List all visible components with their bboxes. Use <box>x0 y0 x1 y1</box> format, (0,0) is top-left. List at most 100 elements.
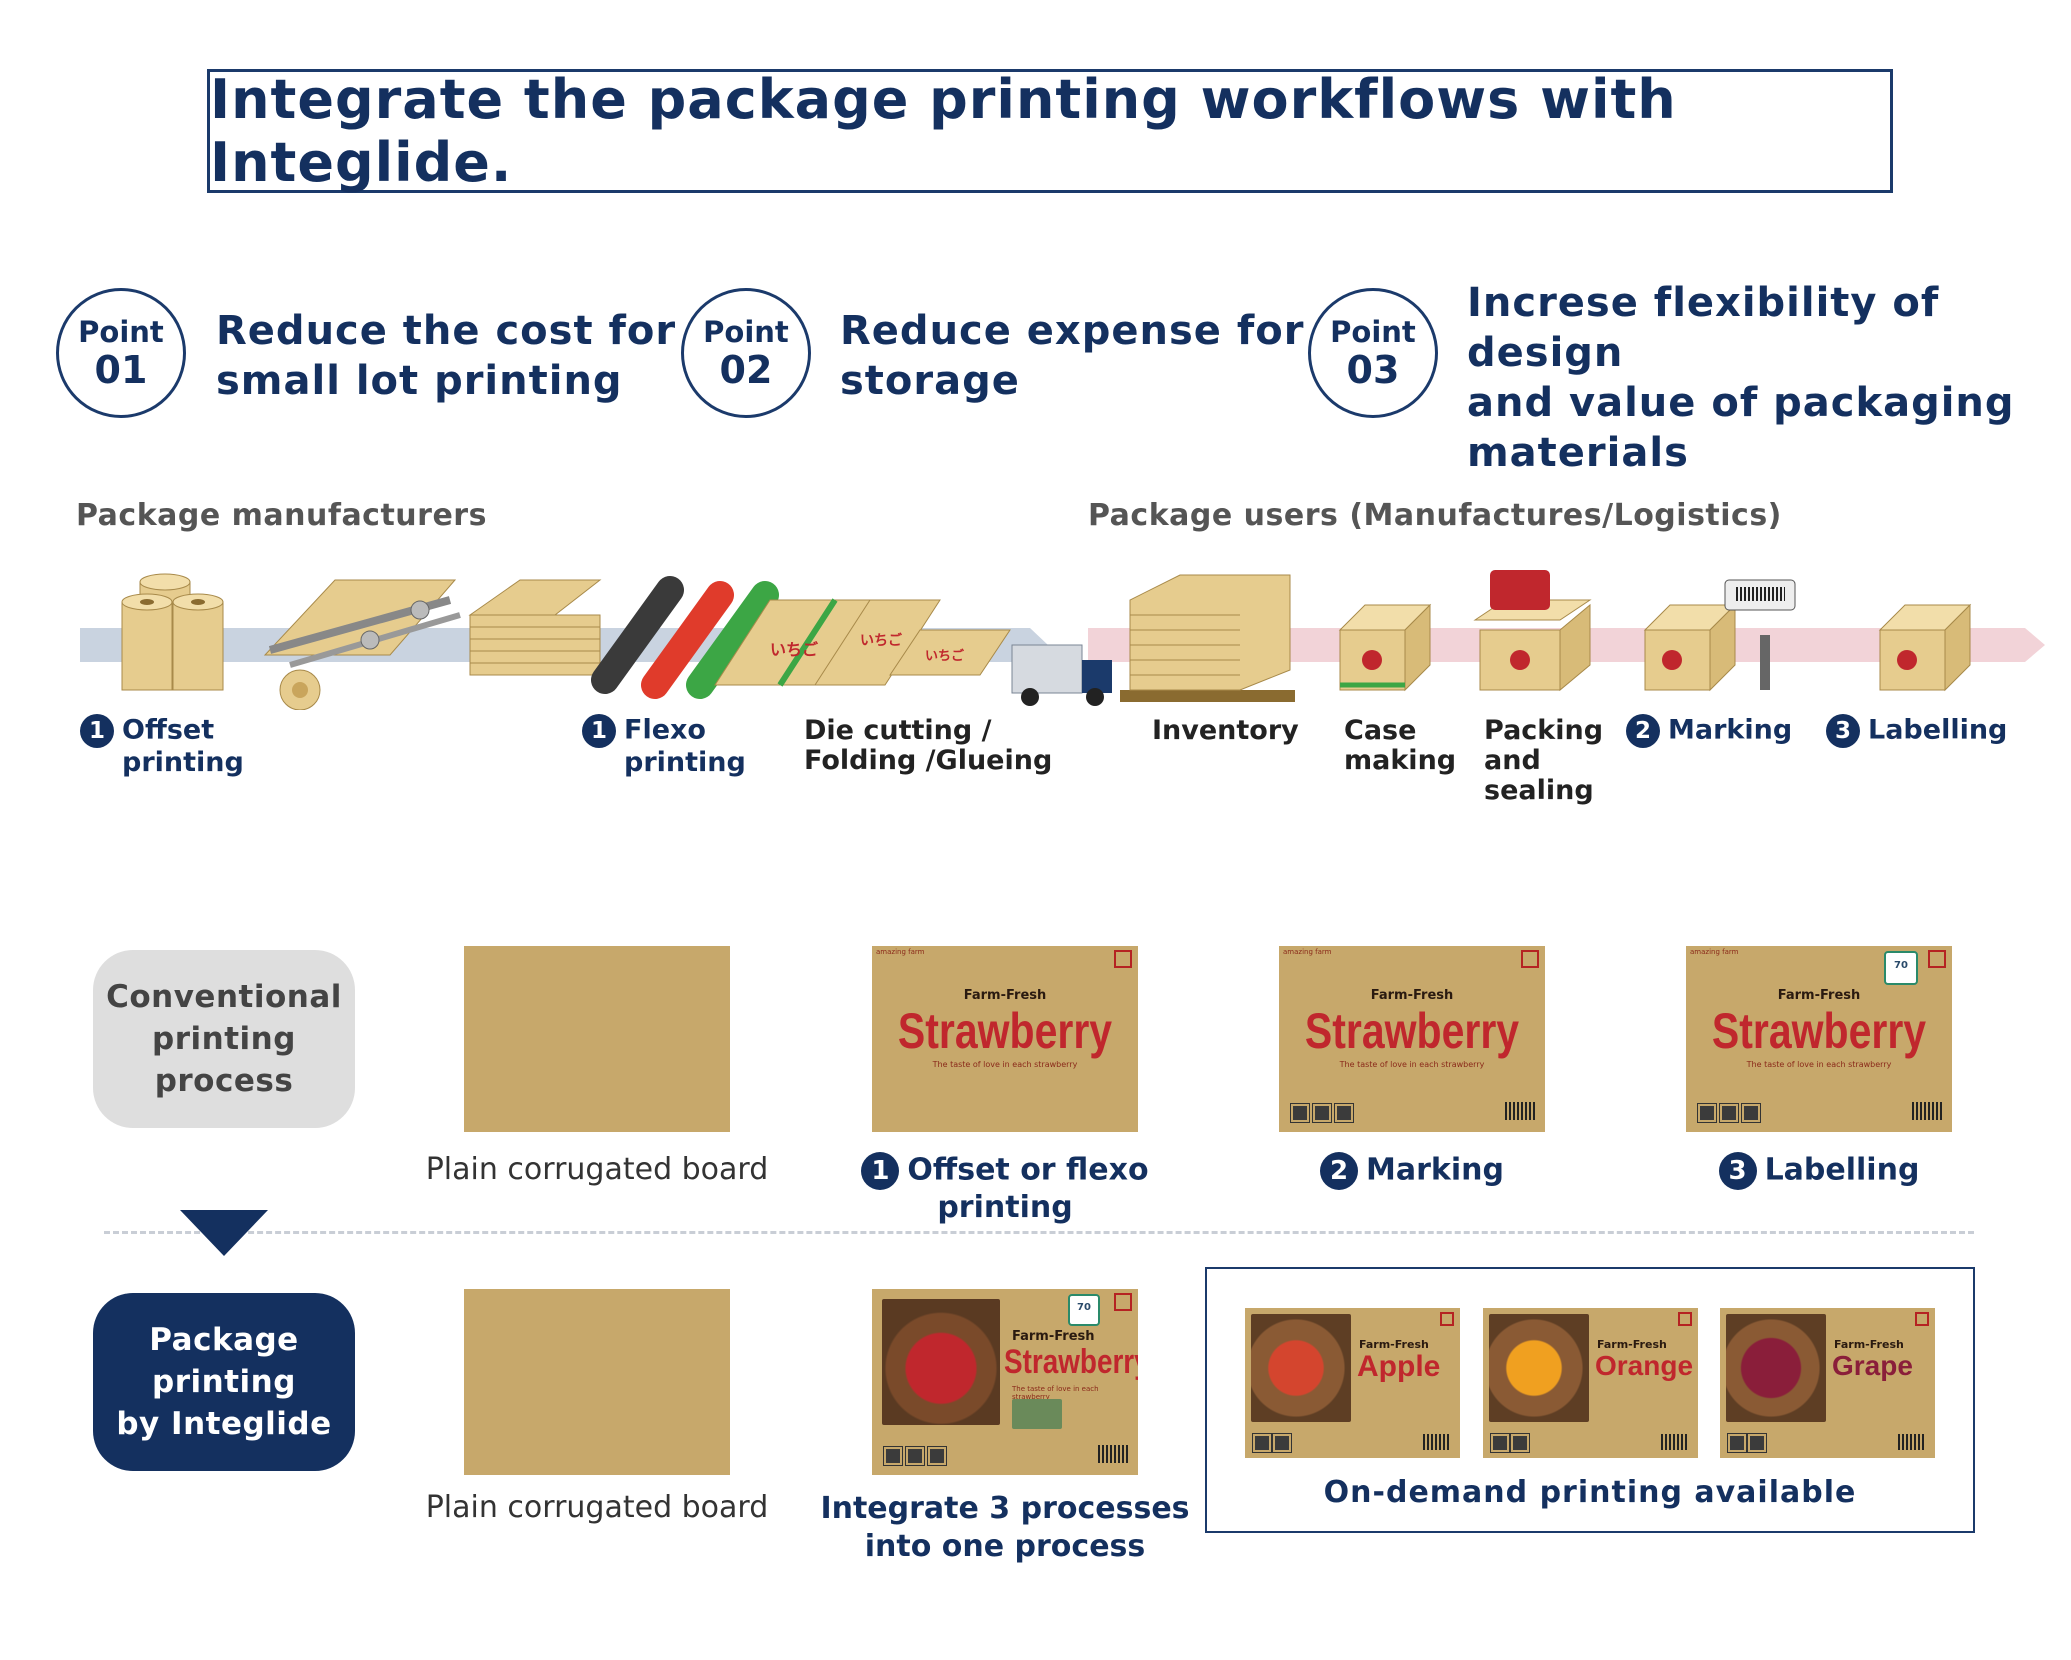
orange-photo <box>1489 1314 1589 1422</box>
page-title: Integrate the package printing workflows… <box>210 68 1677 194</box>
card-product: Orange <box>1595 1350 1694 1381</box>
point-03-line1: Increse flexibility of design <box>1467 280 1940 376</box>
qr-code-icon <box>1334 1103 1354 1123</box>
truck-icon <box>1011 644 1112 706</box>
barcode-icon <box>1912 1102 1942 1120</box>
card-subtitle: Farm-Fresh <box>963 988 1047 1003</box>
inventory-pallet-icon <box>1120 574 1295 702</box>
step-label: Offset <box>122 714 215 746</box>
point-01-line2: small lot printing <box>216 358 623 404</box>
point-01-text: Reduce the cost for small lot printing <box>216 306 676 406</box>
point-01: Point 01 <box>56 288 186 418</box>
qr-code-icon <box>905 1446 925 1466</box>
card-product: Strawberry <box>1711 1003 1927 1059</box>
point-03-text: Increse flexibility of design and value … <box>1467 278 2071 478</box>
card-subtitle: Farm-Fresh <box>1777 988 1861 1003</box>
label-line: printing <box>152 1021 296 1057</box>
qr-code-icon <box>1727 1433 1747 1453</box>
card-subtitle: Farm-Fresh <box>1359 1338 1429 1351</box>
card-tagline: The taste of love in each strawberry <box>932 1060 1078 1069</box>
step-label: Labelling <box>1868 714 2008 746</box>
strawberry-photo <box>882 1299 1000 1425</box>
card-tagline: The taste of love in each strawberry <box>1746 1060 1892 1069</box>
fragile-logo-icon <box>1114 1293 1132 1311</box>
svg-text:いちご: いちご <box>860 632 903 649</box>
box-card-strawberry-labelled: amazing farm 70 Farm-Fresh Strawberry Th… <box>1686 946 1952 1132</box>
box-card-strawberry-printed: amazing farm Farm-Fresh Strawberry The t… <box>872 946 1138 1132</box>
qr-code-icon <box>883 1446 903 1466</box>
step-number-badge: 1 <box>861 1152 900 1190</box>
card-tagline: The taste of love in each strawberry <box>1012 1385 1099 1401</box>
apple-photo <box>1251 1314 1351 1422</box>
point-label: Point <box>703 315 789 349</box>
step-inventory: Inventory <box>1152 716 1299 746</box>
box-card-apple: Farm-Fresh Apple <box>1245 1308 1460 1458</box>
step-label: Folding /Glueing <box>804 745 1053 776</box>
fragile-logo-icon <box>1440 1312 1454 1326</box>
point-label: Point <box>1330 315 1416 349</box>
point-03-line2: and value of packaging <box>1467 380 2015 426</box>
qr-code-icon <box>1252 1433 1272 1453</box>
point-03-line3: materials <box>1467 430 1689 476</box>
card-product: Strawberry <box>1004 1343 1138 1381</box>
qr-code-icon <box>1490 1433 1510 1453</box>
qr-code-icon <box>1312 1103 1332 1123</box>
brand-text: amazing farm <box>1283 948 1332 956</box>
manufacturers-heading: Package manufacturers <box>76 498 487 533</box>
caption-text: Marking <box>1366 1152 1504 1188</box>
barcode-icon <box>1661 1434 1689 1450</box>
step-die-cutting: Die cutting / Folding /Glueing <box>804 716 1052 776</box>
qr-code-icon <box>1510 1433 1530 1453</box>
label-line: Package <box>149 1322 299 1358</box>
label-line: printing <box>152 1364 296 1400</box>
plain-board-integlide <box>464 1289 730 1475</box>
step-number-badge: 1 <box>582 714 616 748</box>
quality-badge-icon: 70 <box>1068 1294 1100 1326</box>
point-03: Point 03 <box>1308 288 1438 418</box>
brand-text: amazing farm <box>1690 948 1739 956</box>
section-divider <box>104 1231 1974 1234</box>
point-02-line1: Reduce expense for <box>840 308 1305 354</box>
step-label: Marking <box>1668 714 1793 746</box>
barcode-icon <box>1505 1102 1535 1120</box>
step-number-badge: 2 <box>1320 1152 1359 1190</box>
qr-code-icon <box>927 1446 947 1466</box>
qr-code-icon <box>1272 1433 1292 1453</box>
caption-plain-board-2: Plain corrugated board <box>425 1490 769 1525</box>
step-number-badge: 3 <box>1718 1152 1757 1190</box>
step-label: printing <box>624 747 746 778</box>
point-02-text: Reduce expense for storage <box>840 306 1304 406</box>
card-product: Grape <box>1832 1350 1913 1381</box>
paper-rolls-icon <box>121 573 224 691</box>
barcode-icon <box>1098 1445 1128 1463</box>
step-case-making: Case making <box>1344 716 1456 776</box>
qr-code-icon <box>1697 1103 1717 1123</box>
box-card-strawberry-integlide: 70 Farm-Fresh Strawberry The taste of lo… <box>872 1289 1138 1475</box>
step-label: Flexo <box>624 714 706 746</box>
caption-plain-board: Plain corrugated board <box>425 1152 769 1187</box>
caption-text: Labelling <box>1764 1152 1920 1188</box>
step-number-badge: 3 <box>1826 714 1860 748</box>
stacked-boards-icon <box>468 579 602 676</box>
card-subtitle: Farm-Fresh <box>1012 1329 1095 1344</box>
qr-code-icon <box>1719 1103 1739 1123</box>
on-demand-panel <box>1205 1267 1975 1533</box>
svg-text:いちご: いちご <box>770 640 818 659</box>
caption-line: Integrate 3 processes <box>820 1491 1190 1526</box>
card-subtitle: Farm-Fresh <box>1834 1338 1904 1351</box>
step-label: sealing <box>1484 775 1594 806</box>
point-02: Point 02 <box>681 288 811 418</box>
process-flow-illustration: いちご いちご いちご <box>80 570 2045 710</box>
quality-badge-icon: 70 <box>1884 951 1918 985</box>
integlide-process-label: Package printing by Integlide <box>93 1293 355 1471</box>
caption-integrate: Integrate 3 processes into one process <box>800 1490 1210 1566</box>
conventional-process-label: Conventional printing process <box>93 950 355 1128</box>
card-subtitle: Farm-Fresh <box>1370 988 1454 1003</box>
label-line: Conventional <box>106 979 342 1015</box>
card-product: Strawberry <box>897 1003 1113 1059</box>
caption-line: into one process <box>864 1529 1146 1564</box>
